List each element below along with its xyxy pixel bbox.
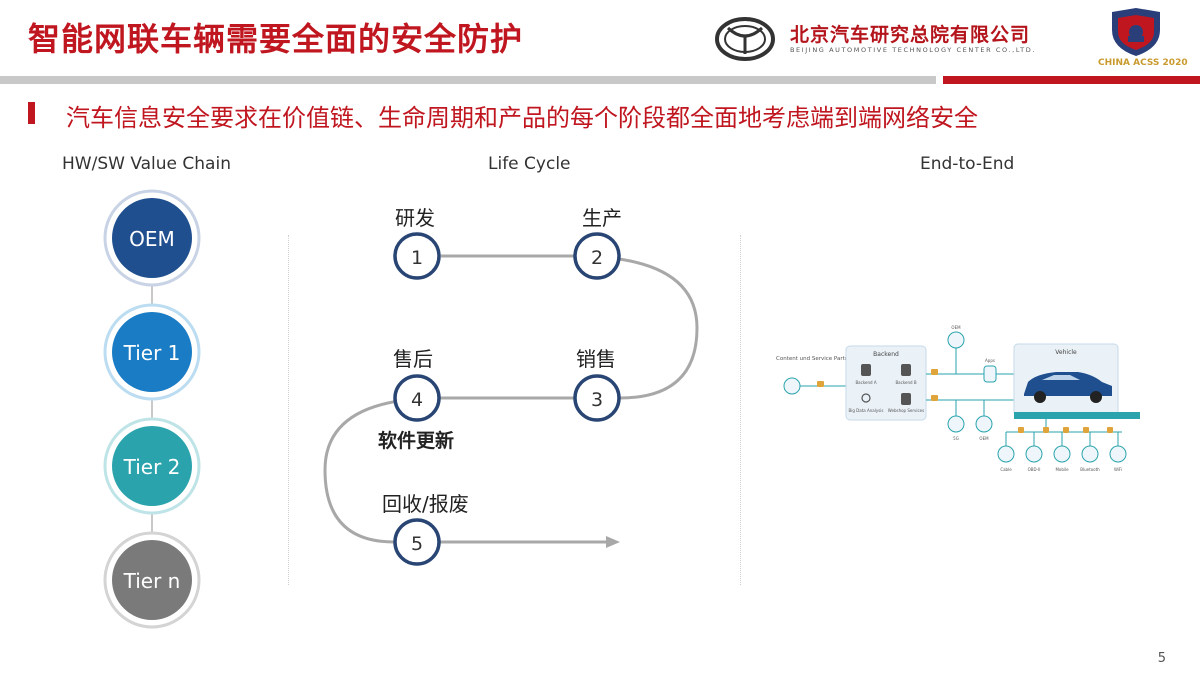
page-number: 5 — [1157, 651, 1166, 666]
stage-label: 销售 — [576, 347, 616, 371]
life-cycle-stage-1: 1 研发 — [393, 206, 441, 280]
heading-value-chain: HW/SW Value Chain — [62, 154, 231, 174]
bottom-item: Bluetooth — [1080, 467, 1100, 472]
mobile-icon — [1053, 445, 1071, 463]
lock-icon — [931, 369, 938, 375]
company-name-cn: 北京汽车研究总院有限公司 — [790, 24, 1031, 46]
stage-label: 售后 — [393, 347, 433, 371]
baic-emblem-icon — [715, 17, 775, 61]
value-chain-node-tier1: Tier 1 — [103, 303, 201, 401]
top-item: Apps — [985, 358, 995, 363]
end-to-end-diagram: Content und Service Partner Backend Back… — [776, 325, 1140, 472]
badge-text: CHINA ACSS 2020 — [1098, 58, 1188, 68]
partner-label: Content und Service Partner — [776, 356, 855, 362]
column-separator — [288, 235, 289, 585]
life-cycle-diagram: 1 研发 2 生产 3 销售 4 售后 软件更新 5 回收/报废 — [323, 206, 699, 566]
bottom-item: Mobile — [1055, 467, 1069, 472]
stage-number: 5 — [411, 533, 423, 555]
oem-tower-icon — [975, 415, 993, 433]
apps-icon — [983, 365, 997, 383]
bottom-item: OBD-II — [1028, 467, 1041, 472]
5g-icon — [947, 415, 965, 433]
lock-icon — [1107, 427, 1113, 433]
life-cycle-stage-3: 3 销售 — [573, 347, 621, 422]
stage-number: 4 — [411, 389, 423, 411]
analytics-icon — [861, 393, 871, 403]
database-icon — [901, 393, 911, 405]
lock-icon — [1083, 427, 1089, 433]
software-update-note: 软件更新 — [378, 429, 454, 452]
life-cycle-stage-5: 5 回收/报废 — [382, 492, 469, 566]
column-separator — [740, 235, 741, 585]
obd-icon — [1025, 445, 1043, 463]
lock-icon — [1018, 427, 1024, 433]
backend-item: Webshop Services — [888, 408, 924, 413]
acss-badge: CHINA ACSS 2020 — [1080, 6, 1190, 72]
oem-tower-icon — [947, 331, 965, 349]
backend-item: Backend B — [895, 380, 916, 385]
company-logo: 北京汽车研究总院有限公司 BEIJING AUTOMOTIVE TECHNOLO… — [714, 14, 1074, 66]
stage-label: 研发 — [395, 206, 435, 230]
vehicle-label: Vehicle — [1055, 349, 1077, 356]
value-chain-label: Tier n — [123, 569, 181, 593]
stage-number: 3 — [591, 389, 603, 411]
database-icon — [901, 364, 911, 376]
wifi-icon — [1109, 445, 1127, 463]
lock-icon — [1043, 427, 1049, 433]
header-divider — [0, 76, 936, 84]
stage-number: 2 — [591, 247, 603, 269]
company-name-en: BEIJING AUTOMOTIVE TECHNOLOGY CENTER CO.… — [790, 46, 1037, 54]
stage-label: 生产 — [582, 206, 622, 230]
backend-item: Big Data Analysis — [849, 408, 884, 413]
backend-label: Backend — [873, 351, 899, 358]
value-chain-label: OEM — [129, 227, 175, 251]
value-chain-node-oem: OEM — [103, 189, 201, 287]
bottom-item: WiFi — [1114, 467, 1122, 472]
value-chain-label: Tier 2 — [123, 455, 181, 479]
value-chain-node-tiern: Tier n — [103, 531, 201, 629]
value-chain-label: Tier 1 — [123, 341, 181, 365]
cable-icon — [997, 445, 1015, 463]
mid-item: 5G — [953, 436, 959, 441]
top-item: OEM — [951, 325, 961, 330]
bullet-marker — [28, 102, 35, 124]
subtitle: 汽车信息安全要求在价值链、生命周期和产品的每个阶段都全面地考虑端到端网络安全 — [66, 104, 978, 132]
stage-label: 回收/报废 — [382, 492, 469, 516]
lock-icon — [931, 395, 938, 401]
heading-end-to-end: End-to-End — [920, 154, 1015, 174]
bottom-item: Cable — [1000, 467, 1012, 472]
value-chain-node-tier2: Tier 2 — [103, 417, 201, 515]
page-title: 智能网联车辆需要全面的安全防护 — [28, 20, 524, 58]
life-cycle-stage-4: 4 售后 — [393, 347, 441, 422]
shield-icon — [1112, 8, 1160, 56]
vehicle-bus-bar — [1014, 412, 1140, 419]
heading-life-cycle: Life Cycle — [488, 154, 571, 174]
header-divider-accent — [943, 76, 1200, 84]
lock-icon — [817, 381, 824, 387]
value-chain-diagram: OEM Tier 1 Tier 2 Tier n — [103, 189, 201, 629]
stage-number: 1 — [411, 247, 423, 269]
arrow-head-icon — [606, 536, 620, 548]
lock-icon — [1063, 427, 1069, 433]
car-icon — [1024, 372, 1112, 403]
life-cycle-stage-2: 2 生产 — [573, 206, 622, 280]
partner-icon — [783, 377, 801, 395]
mid-item: OEM — [979, 436, 989, 441]
backend-item: Backend A — [855, 380, 876, 385]
bluetooth-icon — [1081, 445, 1099, 463]
database-icon — [861, 364, 871, 376]
